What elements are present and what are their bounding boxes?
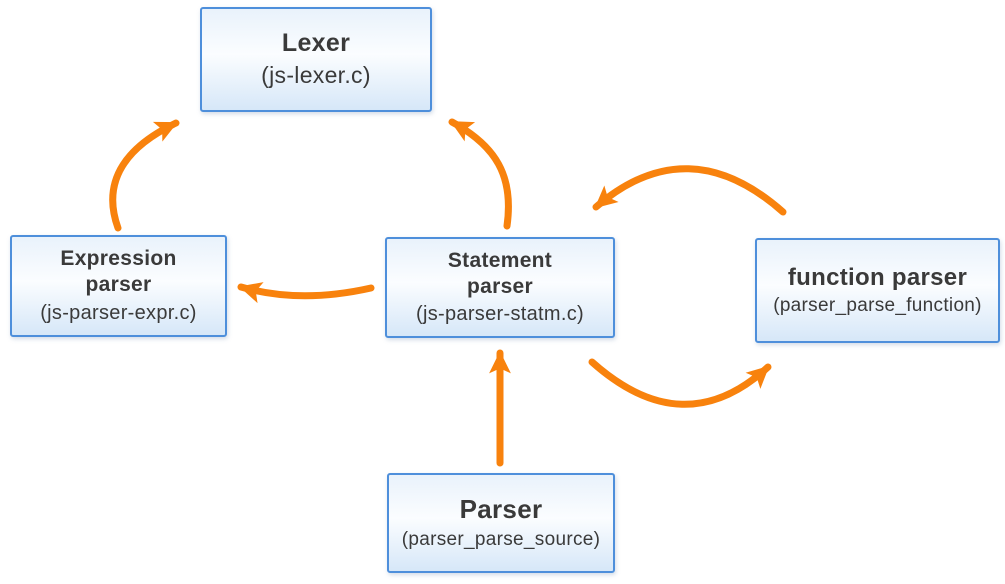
node-statement-parser-title: Statement parser xyxy=(447,248,553,298)
edge-function-parser-to-statement-parser-arrow xyxy=(592,165,787,216)
edge-statement-parser-to-lexer-arrow xyxy=(448,118,512,230)
node-statement-parser: Statement parser (js-parser-statm.c) xyxy=(385,237,615,338)
edge-expression-parser-to-lexer-arrow xyxy=(109,119,180,232)
node-function-parser: function parser (parser_parse_function) xyxy=(755,238,1000,343)
edge-statement-parser-to-function-parser-arrow xyxy=(588,358,772,408)
node-parser-subtitle: (parser_parse_source) xyxy=(401,528,601,550)
node-statement-parser-subtitle: (js-parser-statm.c) xyxy=(416,303,584,326)
edge-statement-parser-to-expression-parser-arrow xyxy=(237,282,375,304)
node-lexer-title: Lexer xyxy=(281,29,351,58)
node-expression-parser-title: Expression parser xyxy=(60,247,177,296)
node-parser-title: Parser xyxy=(459,493,543,524)
node-expression-parser-subtitle: (js-parser-expr.c) xyxy=(40,301,197,324)
node-expression-parser: Expression parser (js-parser-expr.c) xyxy=(10,235,227,337)
node-function-parser-subtitle: (parser_parse_function) xyxy=(773,294,982,316)
node-lexer: Lexer (js-lexer.c) xyxy=(200,7,432,112)
node-parser: Parser (parser_parse_source) xyxy=(387,473,615,573)
node-lexer-subtitle: (js-lexer.c) xyxy=(261,61,371,88)
node-function-parser-title: function parser xyxy=(787,263,968,291)
